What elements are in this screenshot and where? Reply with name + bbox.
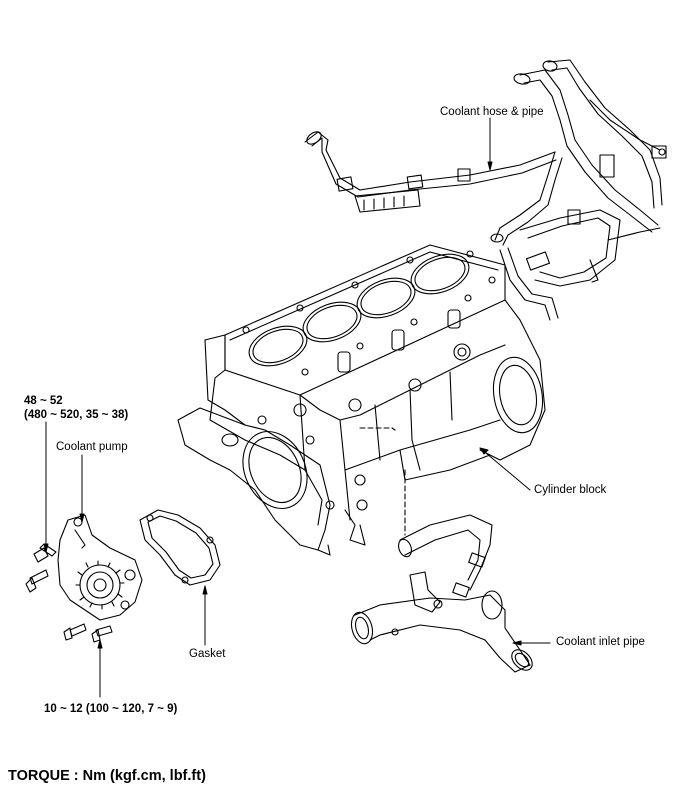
label-coolant-inlet-pipe: Coolant inlet pipe — [556, 636, 645, 648]
label-torque-pump-bolt-line2: (480 ~ 520, 35 ~ 38) — [24, 409, 129, 421]
coolant-hose-pipe-drawing — [304, 59, 667, 321]
label-torque-pump-bolt-line1: 48 ~ 52 — [24, 395, 63, 407]
cylinder-block-drawing — [177, 244, 546, 556]
label-gasket: Gasket — [189, 648, 226, 660]
gasket-drawing — [139, 509, 221, 586]
label-coolant-hose-pipe: Coolant hose & pipe — [440, 106, 544, 118]
leader-lines — [43, 117, 551, 698]
coolant-inlet-pipe-drawing — [350, 514, 533, 673]
label-cylinder-block: Cylinder block — [534, 484, 607, 496]
coolant-pump-drawing — [25, 514, 143, 643]
label-torque-small-bolt: 10 ~ 12 (100 ~ 120, 7 ~ 9) — [44, 703, 178, 715]
label-coolant-pump: Coolant pump — [56, 441, 128, 453]
torque-units-footer: TORQUE : Nm (kgf.cm, lbf.ft) — [8, 768, 206, 784]
